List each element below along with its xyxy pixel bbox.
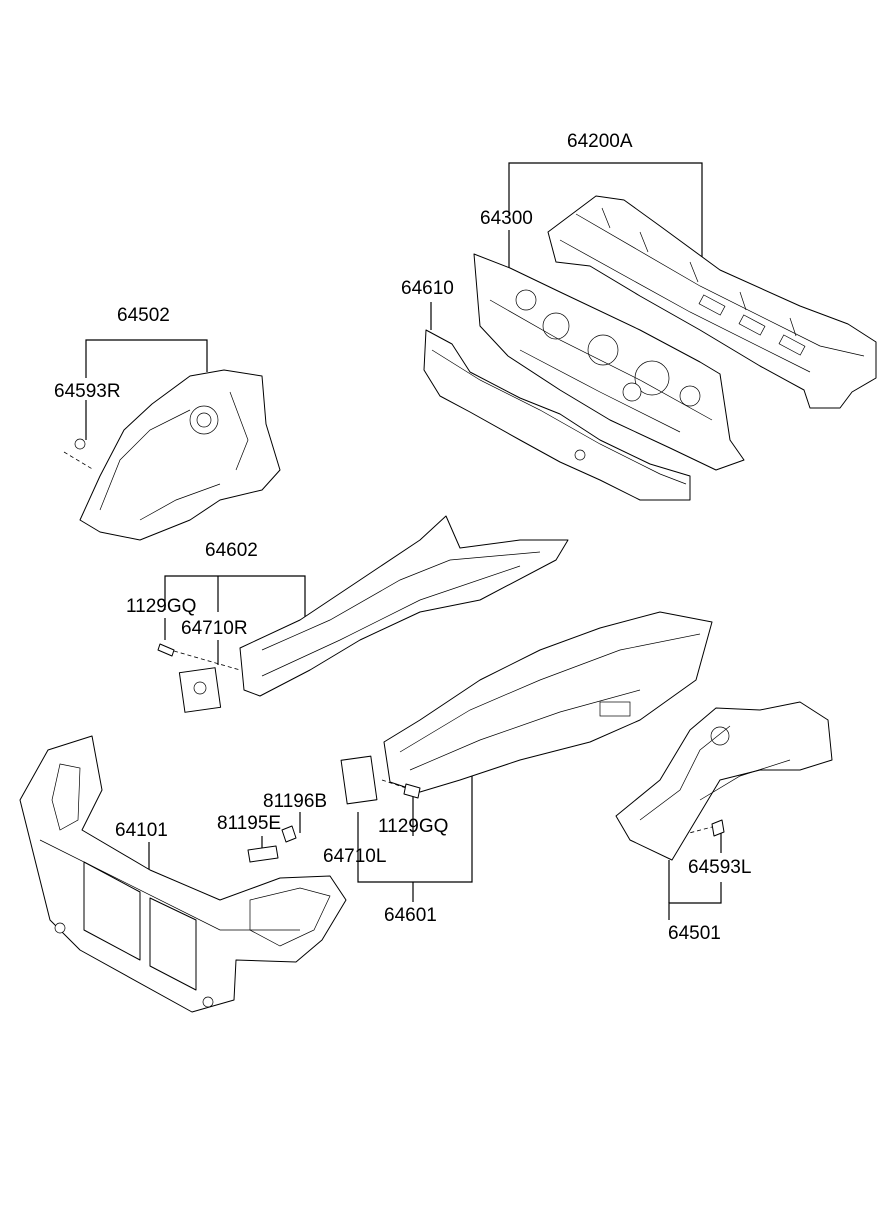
inner-fender-lh-part bbox=[615, 701, 833, 861]
label-64601: 64601 bbox=[384, 905, 437, 926]
front-panel-part bbox=[19, 735, 347, 1013]
side-member-lh-part bbox=[340, 611, 713, 805]
label-64502: 64502 bbox=[117, 305, 170, 326]
side-member-rh-part bbox=[157, 515, 569, 713]
label-64200A: 64200A bbox=[567, 131, 633, 152]
dash-panel-part bbox=[473, 253, 745, 471]
label-64610: 64610 bbox=[401, 278, 454, 299]
label-64602: 64602 bbox=[205, 540, 258, 561]
label-81196B: 81196B bbox=[263, 791, 327, 812]
crossmember-part bbox=[423, 329, 691, 501]
part-number-labels: 64200A 64300 64610 64502 64593R 64602 11… bbox=[54, 131, 751, 944]
cowl-panel-part bbox=[547, 195, 877, 409]
inner-fender-rh-part bbox=[74, 369, 281, 541]
label-1129GQ-upper: 1129GQ bbox=[126, 596, 196, 617]
label-64101: 64101 bbox=[115, 820, 168, 841]
label-64593R: 64593R bbox=[54, 381, 121, 402]
label-64501: 64501 bbox=[668, 923, 721, 944]
label-81195E: 81195E bbox=[217, 813, 281, 834]
label-1129GQ-lower: 1129GQ bbox=[378, 816, 448, 837]
leader-lines bbox=[63, 162, 722, 920]
label-64710L: 64710L bbox=[323, 846, 386, 867]
label-64300: 64300 bbox=[480, 208, 533, 229]
label-64593L: 64593L bbox=[688, 857, 751, 878]
label-64710R: 64710R bbox=[181, 618, 248, 639]
